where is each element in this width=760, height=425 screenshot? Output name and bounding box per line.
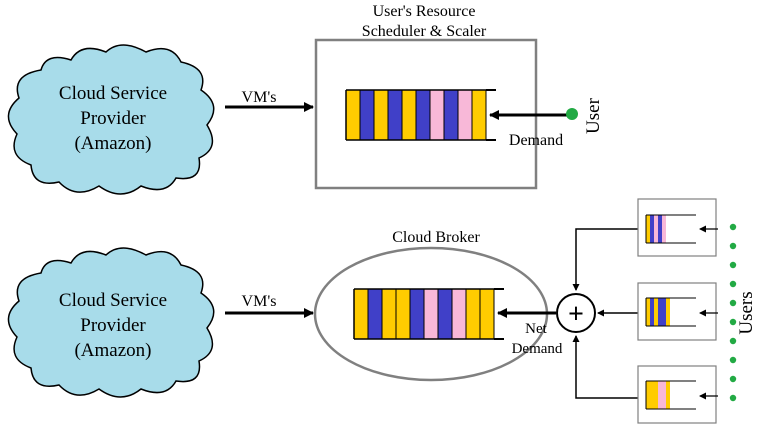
queue-slot xyxy=(452,289,466,339)
queue-slot xyxy=(662,215,666,243)
users-dots xyxy=(729,223,737,402)
user-dot xyxy=(729,318,737,326)
user-queue-box xyxy=(637,282,718,341)
user-dot xyxy=(729,242,737,250)
top-vms-label: VM's xyxy=(242,89,277,106)
queue-slot xyxy=(388,90,402,140)
queue-slot xyxy=(458,90,472,140)
demand-label: Demand xyxy=(509,132,563,149)
queue-slot xyxy=(374,90,388,140)
user-dot xyxy=(729,394,737,402)
top-queue xyxy=(345,89,496,141)
user-box-frame xyxy=(637,282,717,341)
queue-slot xyxy=(424,289,438,339)
user-dot xyxy=(729,337,737,345)
queue-dividers xyxy=(359,90,487,140)
queue-slot xyxy=(662,298,666,326)
queue-slot xyxy=(646,215,650,243)
queue-slot xyxy=(346,90,360,140)
provider-line-3: (Amazon) xyxy=(74,340,151,361)
broker-title: Cloud Broker xyxy=(392,229,480,246)
user-dot xyxy=(729,299,737,307)
sum-node xyxy=(556,293,596,333)
queue-slot xyxy=(430,90,444,140)
queue-slot xyxy=(646,298,650,326)
queue-tray xyxy=(486,89,496,141)
user-dot xyxy=(729,223,737,231)
queue-slot xyxy=(654,381,658,409)
queue-slot xyxy=(480,289,494,339)
queue-slot xyxy=(662,381,666,409)
queue-slot xyxy=(438,289,452,339)
user-label: User xyxy=(583,97,604,134)
queue-dividers xyxy=(367,289,495,339)
user-box-frame xyxy=(637,365,717,424)
user-dot xyxy=(729,356,737,364)
queue-slot xyxy=(666,381,670,409)
queue-slot xyxy=(410,289,424,339)
top-cloud-provider: Cloud Service Provider (Amazon) xyxy=(7,44,215,195)
top-user-feed-line xyxy=(572,228,638,291)
queue-slot xyxy=(650,298,654,326)
queue-slot xyxy=(654,215,658,243)
queue-slot xyxy=(396,289,410,339)
provider-line-2: Provider xyxy=(80,315,146,336)
scheduler-title-1: User's Resource xyxy=(373,3,476,20)
queue-tray xyxy=(645,214,696,244)
provider-line-1: Cloud Service xyxy=(59,83,167,104)
net-demand-label-2: Demand xyxy=(512,341,563,357)
queue-tray xyxy=(494,288,504,340)
user-dot xyxy=(729,375,737,383)
plus-symbol: + xyxy=(568,299,584,330)
scheduler-title-2: Scheduler & Scaler xyxy=(362,23,487,40)
user-box-frame xyxy=(637,198,717,257)
user-dot xyxy=(729,280,737,288)
user-queue-box xyxy=(637,198,718,257)
queue-slot xyxy=(402,90,416,140)
bottom-cloud-provider: Cloud Service Provider (Amazon) xyxy=(7,247,215,398)
queue-tray xyxy=(645,380,696,410)
net-demand-label-1: Net xyxy=(525,321,547,337)
queue-slot xyxy=(354,289,368,339)
broker-queue xyxy=(353,288,504,340)
queue-slot xyxy=(650,381,654,409)
queue-slot xyxy=(360,90,374,140)
bottom-vms-label: VM's xyxy=(242,293,277,310)
queue-slot xyxy=(658,215,662,243)
user-queue-box xyxy=(637,365,718,424)
user-dot xyxy=(729,261,737,269)
queue-slot xyxy=(472,90,486,140)
queue-slot xyxy=(650,215,654,243)
queue-slot xyxy=(654,298,658,326)
queue-slot xyxy=(666,298,670,326)
user-node xyxy=(566,108,578,120)
queue-tray xyxy=(645,297,696,327)
users-label: Users xyxy=(736,291,757,334)
queue-slot xyxy=(416,90,430,140)
provider-line-2: Provider xyxy=(80,108,146,129)
bottom-user-feed-line xyxy=(572,335,638,399)
provider-line-3: (Amazon) xyxy=(74,133,151,154)
queue-slot xyxy=(466,289,480,339)
queue-slot xyxy=(382,289,396,339)
queue-slot xyxy=(368,289,382,339)
queue-slot xyxy=(444,90,458,140)
queue-slot xyxy=(646,381,650,409)
queue-slot xyxy=(658,298,662,326)
provider-line-1: Cloud Service xyxy=(59,290,167,311)
queue-slot xyxy=(658,381,662,409)
